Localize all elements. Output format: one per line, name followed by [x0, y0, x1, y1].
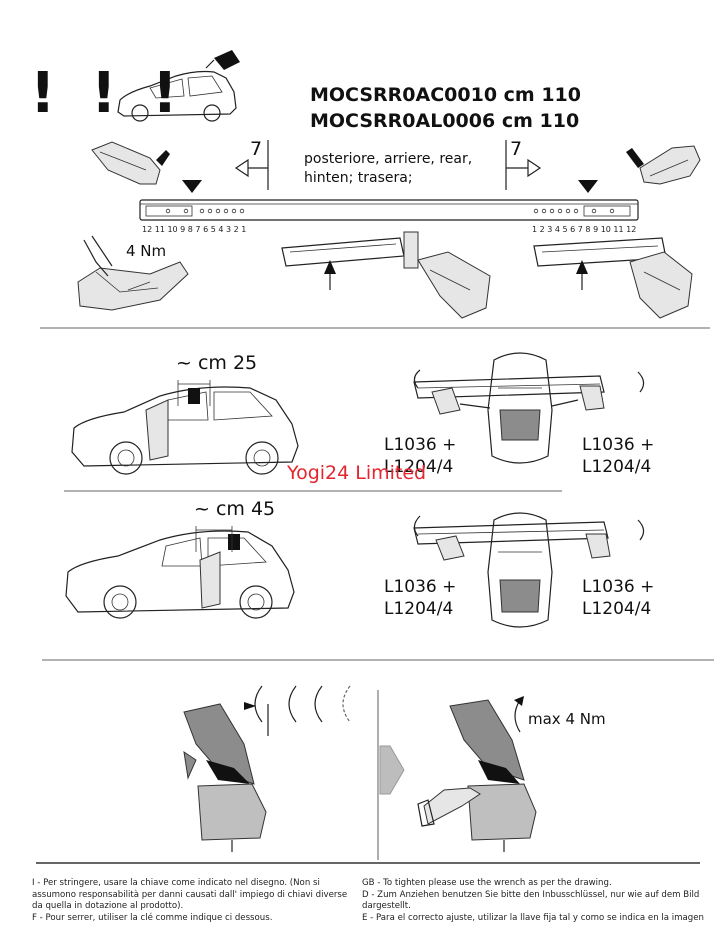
- instruction-french: F - Pour serrer, utiliser la clé comme i…: [32, 912, 273, 923]
- kit-code: L1204/4: [582, 457, 652, 477]
- product-codes: MOCSRR0AC0010 cm 110 MOCSRR0AL0006 cm 11…: [310, 82, 581, 134]
- kit-code: L1036 +: [384, 435, 457, 455]
- front-left-kit-label: L1036 + L1204/4: [384, 434, 456, 478]
- front-right-kit-label: L1036 + L1204/4: [582, 434, 654, 478]
- product-code: MOCSRR0AL0006 cm 110: [310, 110, 580, 132]
- kit-code: L1204/4: [384, 599, 454, 619]
- left-foot-illustration: [91, 141, 170, 185]
- instruction-english: GB - To tighten please use the wrench as…: [362, 878, 612, 888]
- product-code: MOCSRR0AC0010 cm 110: [310, 84, 582, 106]
- instruction-german: D - Zum Anziehen benutzen Sie bitte den …: [362, 889, 700, 912]
- position-description: posteriore, arriere, rear, hinten; trase…: [304, 151, 473, 186]
- wrench-rotation-sequence: [244, 685, 351, 736]
- bar-scale-right: 1 2 3 4 5 6 7 8 9 10 11 12: [532, 225, 637, 234]
- right-position-number: 7: [510, 138, 523, 160]
- left-position-number: 7: [250, 138, 263, 160]
- foot-assembly-loose: [183, 703, 267, 852]
- bar-scale-left: 12 11 10 9 8 7 6 5 4 3 2 1: [142, 225, 247, 234]
- car-side-view-front: [71, 380, 299, 475]
- left-position-marker: [182, 180, 202, 193]
- footer-instructions-left: I - Per stringere, usare la chiave come …: [32, 878, 350, 924]
- kit-code: L1204/4: [582, 599, 652, 619]
- step-torque-label: 4 Nm: [126, 242, 167, 260]
- car-top-view-front: [413, 352, 645, 464]
- car-top-view-rear: [413, 512, 645, 628]
- rear-left-kit-label: L1036 + L1204/4: [384, 576, 456, 620]
- rear-right-kit-label: L1036 + L1204/4: [582, 576, 654, 620]
- right-mounting-detail: [533, 237, 693, 319]
- watermark: Yogi24 Limited: [287, 462, 427, 484]
- left-direction-arrow: [234, 140, 269, 190]
- front-distance-label: ~ cm 25: [176, 352, 258, 374]
- instruction-italian: I - Per stringere, usare la chiave come …: [32, 878, 348, 912]
- kit-code: L1204/4: [384, 457, 454, 477]
- sequence-arrow: [377, 690, 405, 860]
- right-position-marker: [578, 180, 598, 193]
- left-mounting-detail: [281, 231, 491, 319]
- instruction-spanish: E - Para el correcto ajuste, utilizar la…: [362, 912, 704, 923]
- right-direction-arrow: [505, 140, 542, 190]
- top-car-illustration: [117, 50, 240, 122]
- kit-code: L1036 +: [384, 577, 457, 597]
- right-foot-illustration: [626, 145, 701, 185]
- warning-marks: ! ! !: [30, 61, 186, 126]
- foot-assembly-tightened: [417, 696, 537, 852]
- car-side-view-rear: [65, 526, 295, 619]
- kit-code: L1036 +: [582, 435, 655, 455]
- kit-code: L1036 +: [582, 577, 655, 597]
- roof-bar-illustration: [139, 199, 639, 221]
- footer-instructions-right: GB - To tighten please use the wrench as…: [362, 878, 710, 924]
- rear-distance-label: ~ cm 45: [194, 498, 276, 520]
- hand-tightening-illustration: [77, 235, 189, 311]
- max-torque-label: max 4 Nm: [528, 710, 606, 728]
